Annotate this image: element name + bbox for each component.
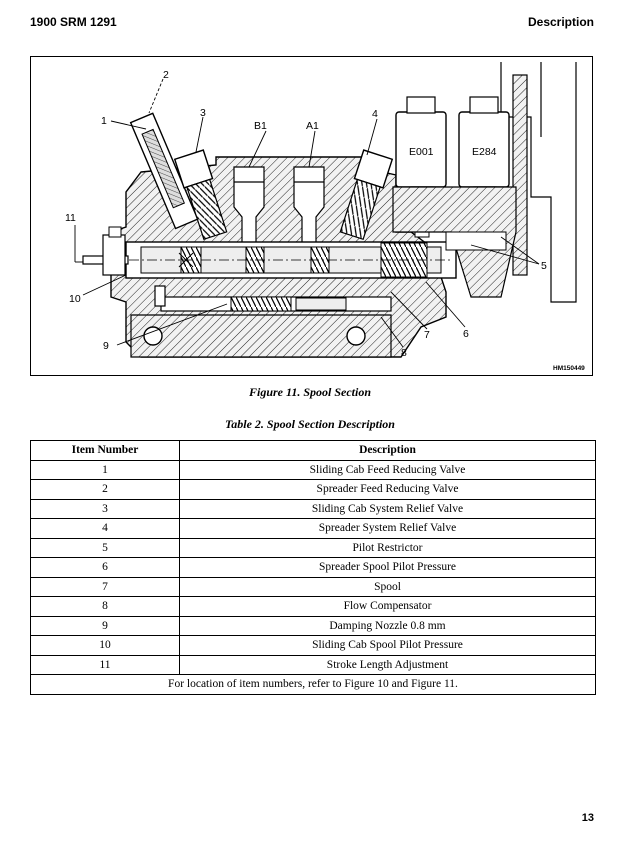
table-footnote: For location of item numbers, refer to F… — [30, 674, 596, 695]
callout-9: 9 — [103, 340, 109, 352]
leader-lines — [74, 78, 540, 348]
item-number-cell: 9 — [30, 615, 180, 636]
label-e284: E284 — [472, 146, 497, 158]
item-number-cell: 5 — [30, 537, 180, 558]
item-number-cell: 3 — [30, 498, 180, 519]
label-b1: B1 — [254, 120, 267, 132]
table-caption: Table 2. Spool Section Description — [225, 417, 395, 431]
column-header-item-number: Item Number — [30, 440, 180, 461]
callout-6: 6 — [463, 328, 469, 340]
item-number-cell: 6 — [30, 557, 180, 578]
label-a1: A1 — [306, 120, 319, 132]
description-cell: Spool — [179, 576, 596, 597]
item-number-cell: 1 — [30, 459, 180, 480]
description-cell: Sliding Cab Spool Pilot Pressure — [179, 635, 596, 656]
callout-2: 2 — [163, 69, 169, 81]
callout-4: 4 — [372, 108, 378, 120]
spool-section-figure: 2 1 3 B1 A1 4 E001 E284 5 6 7 8 9 10 11 … — [30, 56, 593, 376]
figure-caption: Figure 11. Spool Section — [248, 385, 372, 399]
callout-7: 7 — [424, 329, 430, 341]
header-section-title: Description — [527, 15, 594, 29]
header-document-id: 1900 SRM 1291 — [30, 15, 117, 29]
callout-11: 11 — [65, 212, 76, 224]
item-number-cell: 4 — [30, 518, 180, 539]
callout-3: 3 — [200, 107, 206, 119]
description-cell: Spreader System Relief Valve — [179, 518, 596, 539]
item-number-cell: 10 — [30, 635, 180, 656]
mounting-bracket — [500, 62, 577, 303]
label-e001: E001 — [409, 146, 434, 158]
description-cell: Flow Compensator — [179, 596, 596, 617]
description-cell: Sliding Cab System Relief Valve — [179, 498, 596, 519]
page-number: 13 — [581, 812, 594, 824]
callout-8: 8 — [401, 347, 407, 359]
item-number-cell: 8 — [30, 596, 180, 617]
item-number-cell: 11 — [30, 654, 180, 675]
spool-bore — [82, 226, 457, 279]
description-cell: Spreader Spool Pilot Pressure — [179, 557, 596, 578]
figure-id: HM150449 — [553, 365, 585, 372]
column-header-description: Description — [179, 440, 596, 461]
cartridge-item-4 — [339, 149, 394, 240]
callout-10: 10 — [69, 293, 81, 305]
item-number-cell: 2 — [30, 479, 180, 500]
table-footnote-row: For location of item numbers, refer to F… — [30, 674, 596, 695]
description-cell: Stroke Length Adjustment — [179, 654, 596, 675]
description-cell: Pilot Restrictor — [179, 537, 596, 558]
cartridge-item-1 — [129, 112, 199, 230]
item-number-cell: 7 — [30, 576, 180, 597]
callout-1: 1 — [101, 115, 107, 127]
cartridge-item-3 — [173, 149, 228, 240]
callout-5: 5 — [541, 260, 547, 272]
spool-section-drawing: 2 1 3 B1 A1 4 E001 E284 5 6 7 8 9 10 11 … — [65, 62, 585, 372]
description-cell: Spreader Feed Reducing Valve — [179, 479, 596, 500]
description-cell: Sliding Cab Feed Reducing Valve — [179, 459, 596, 480]
table-header-row: Item Number Description — [30, 440, 596, 461]
description-cell: Damping Nozzle 0.8 mm — [179, 615, 596, 636]
